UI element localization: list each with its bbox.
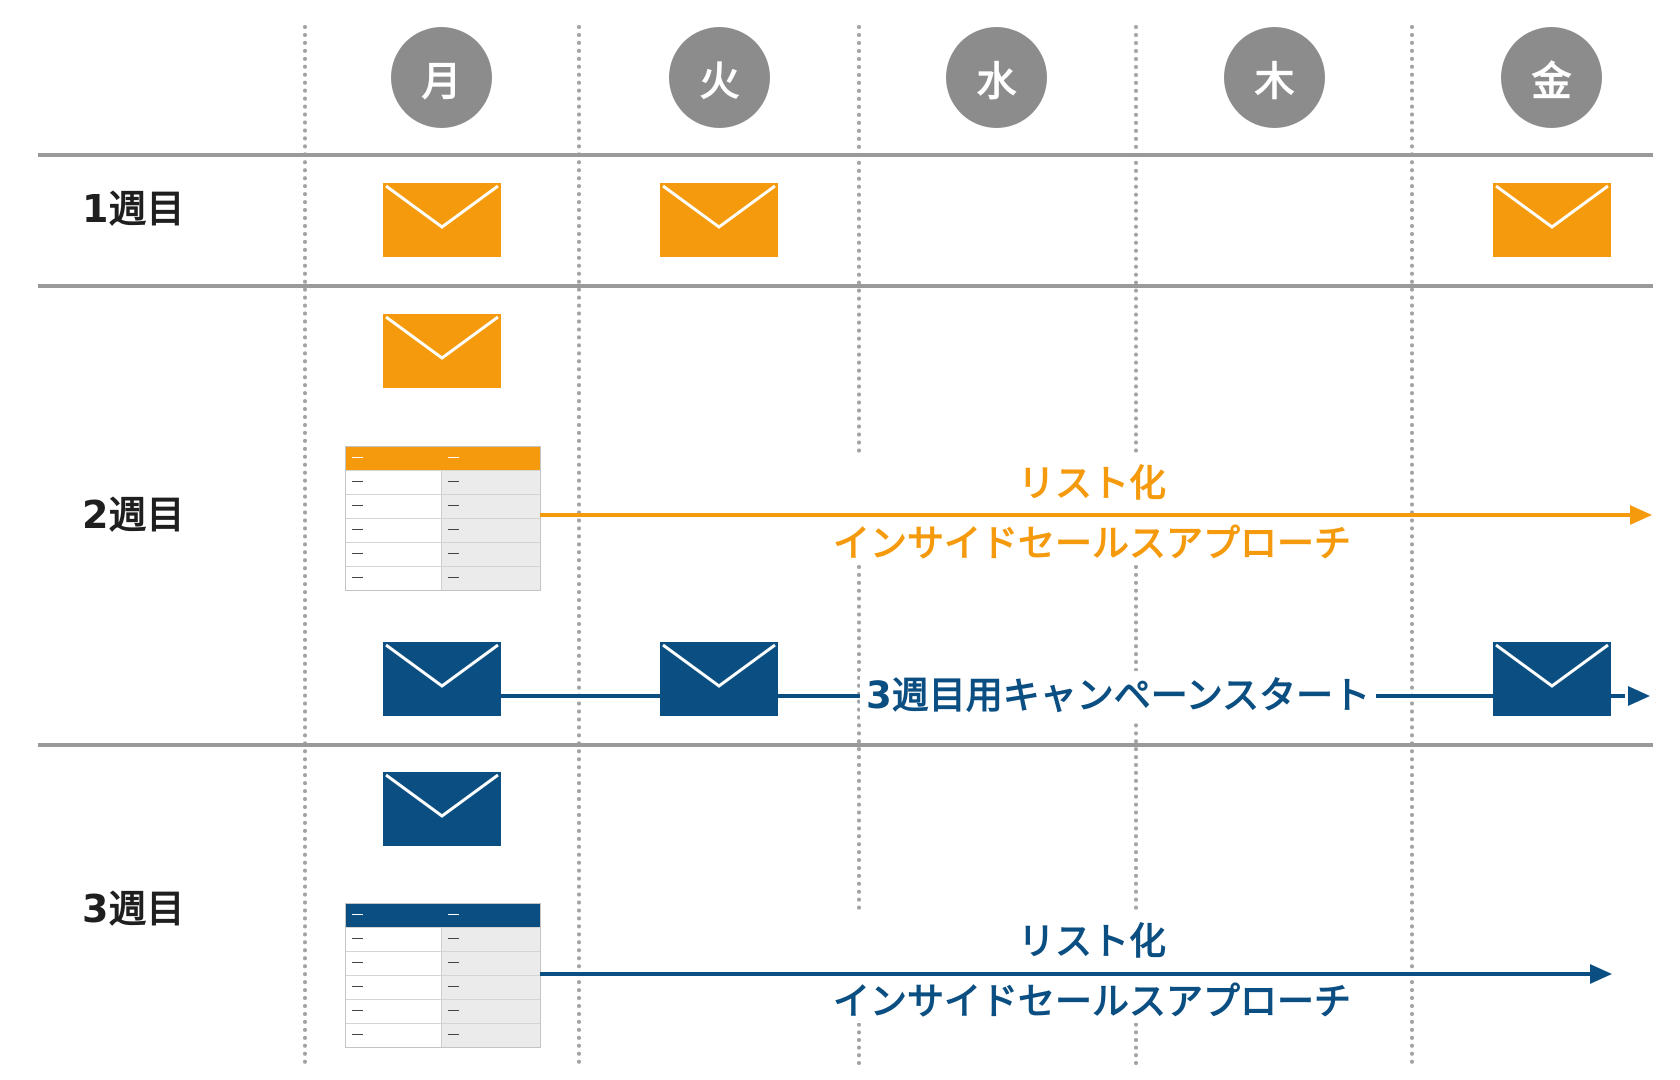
column-separator bbox=[1134, 565, 1138, 910]
week2-caption: リスト化 インサイドセールスアプローチ bbox=[802, 454, 1382, 574]
spreadsheet-list-icon bbox=[345, 903, 541, 1048]
arrow-right-icon bbox=[540, 513, 1630, 517]
arrowhead bbox=[1630, 505, 1652, 525]
column-separator bbox=[1410, 25, 1414, 1065]
caption-line-2: インサイドセールスアプローチ bbox=[827, 522, 1357, 565]
week-label-2: 2週目 bbox=[82, 493, 185, 537]
row-separator bbox=[38, 743, 1653, 747]
envelope-icon bbox=[660, 183, 778, 257]
caption-line-1: リスト化 bbox=[1012, 920, 1172, 963]
column-separator bbox=[857, 565, 861, 910]
envelope-icon bbox=[383, 183, 501, 257]
arrow-right-icon bbox=[540, 972, 1592, 976]
column-separator bbox=[303, 25, 307, 1065]
week3-caption: リスト化 インサイドセールスアプローチ bbox=[802, 912, 1382, 1032]
week-label-3: 3週目 bbox=[82, 887, 185, 931]
day-header-monday: 月 bbox=[391, 27, 492, 128]
envelope-icon bbox=[660, 642, 778, 716]
week-label-1: 1週目 bbox=[82, 187, 185, 231]
week2-campaign-label: 3週目用キャンペーンスタート bbox=[860, 671, 1377, 721]
envelope-icon bbox=[383, 314, 501, 388]
envelope-icon bbox=[1493, 183, 1611, 257]
envelope-icon bbox=[383, 642, 501, 716]
row-separator bbox=[38, 284, 1653, 288]
column-separator bbox=[1134, 1015, 1138, 1065]
column-separator bbox=[857, 1015, 861, 1065]
day-header-thursday: 木 bbox=[1224, 27, 1325, 128]
envelope-icon bbox=[1493, 642, 1611, 716]
arrowhead bbox=[1590, 964, 1612, 984]
column-separator bbox=[1134, 25, 1138, 453]
envelope-icon bbox=[383, 772, 501, 846]
row-separator bbox=[38, 153, 1653, 157]
caption-line-2: インサイドセールスアプローチ bbox=[827, 980, 1357, 1023]
column-separator bbox=[857, 25, 861, 453]
caption-line-1: リスト化 bbox=[1012, 462, 1172, 505]
day-header-wednesday: 水 bbox=[946, 27, 1047, 128]
day-header-tuesday: 火 bbox=[669, 27, 770, 128]
day-header-friday: 金 bbox=[1501, 27, 1602, 128]
arrowhead bbox=[1628, 686, 1650, 706]
spreadsheet-list-icon bbox=[345, 446, 541, 591]
column-separator bbox=[577, 25, 581, 1065]
